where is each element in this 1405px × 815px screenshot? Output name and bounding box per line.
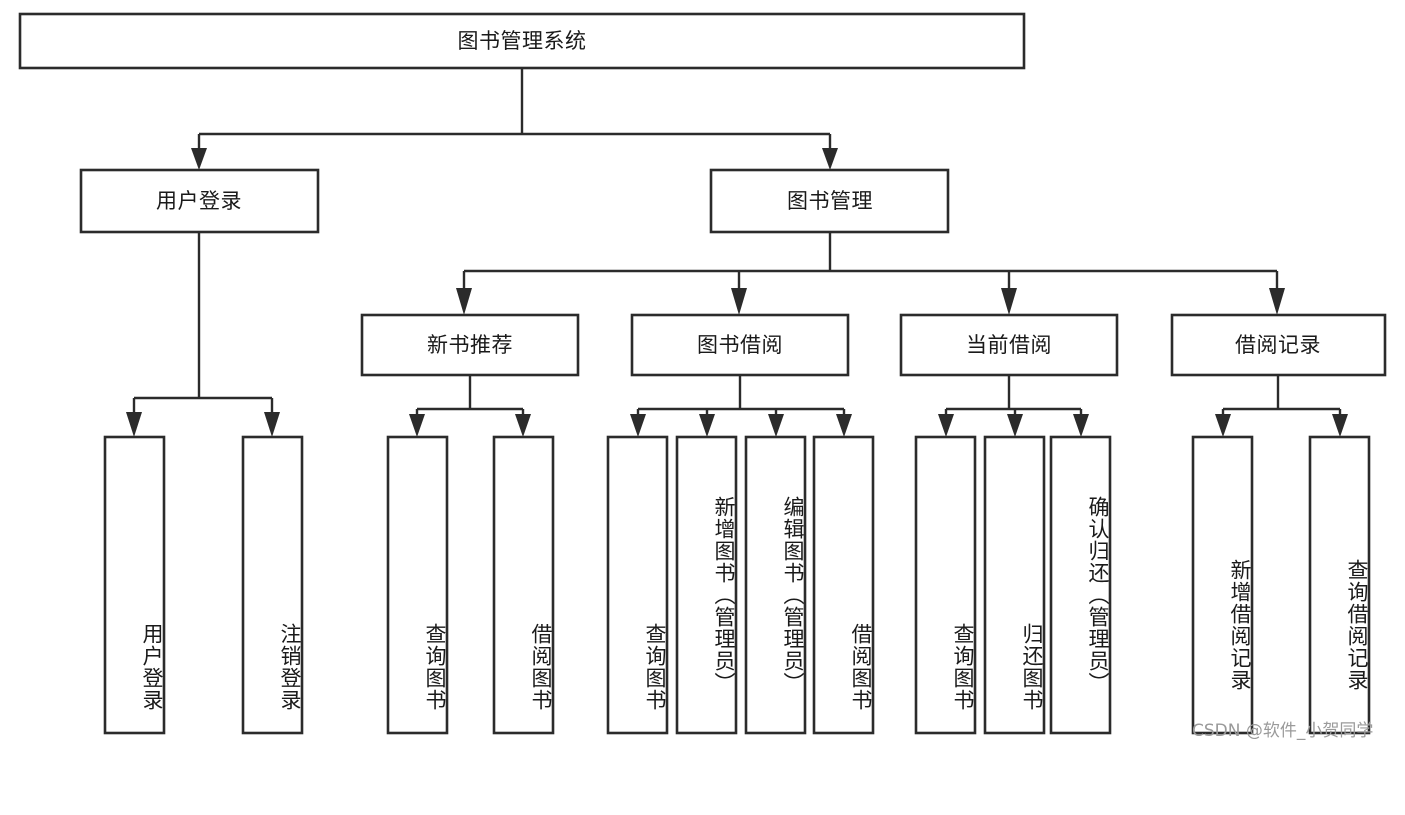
- arrow-head-cb-1: [938, 414, 954, 437]
- node-book-borrow[interactable]: 图书借阅: [630, 313, 850, 377]
- connector-book-manage-to-level3: [456, 232, 1285, 315]
- arrow-head-nb-2: [515, 414, 531, 437]
- arrow-head-leaf-logout: [264, 412, 280, 437]
- root-label: 图书管理系统: [458, 29, 587, 53]
- arrow-head-nb-1: [409, 414, 425, 437]
- arrow-head-borrow-record: [1269, 288, 1285, 315]
- leaf-box-nb-query-book[interactable]: [386, 435, 449, 735]
- arrow-head-current-borrow: [1001, 288, 1017, 315]
- current-borrow-box: [899, 313, 1119, 377]
- arrow-head-br-1: [1215, 414, 1231, 437]
- book-borrow-box: [630, 313, 850, 377]
- connector-new-book-to-leaves: [409, 375, 531, 437]
- book-manage-label: 图书管理: [787, 189, 873, 213]
- book-manage-box: [709, 168, 950, 234]
- hierarchy-diagram-svg: 图书管理系统 用户登录 图书管理: [18, 12, 1387, 735]
- leaf-box-user-login[interactable]: [103, 435, 166, 735]
- arrow-head-bb-4: [836, 414, 852, 437]
- arrow-head-bb-1: [630, 414, 646, 437]
- node-user-login[interactable]: 用户登录: [79, 168, 320, 234]
- leaf-box-br-add-record[interactable]: [1191, 435, 1254, 735]
- new-book-recommend-box: [360, 313, 580, 377]
- node-new-book-recommend[interactable]: 新书推荐: [360, 313, 580, 377]
- borrow-record-label: 借阅记录: [1235, 333, 1321, 357]
- leaf-box-bb-add-book[interactable]: [675, 435, 738, 735]
- csdn-watermark: CSDN @软件_小贺同学: [1192, 721, 1374, 741]
- arrow-head-book-manage: [822, 148, 838, 170]
- diagram-canvas: 图书管理系统 用户登录 图书管理: [18, 12, 1387, 741]
- connector-user-login-to-leaves: [126, 232, 280, 437]
- leaf-box-bb-edit-book[interactable]: [744, 435, 807, 735]
- leaf-box-bb-borrow-book[interactable]: [812, 435, 875, 735]
- new-book-recommend-label: 新书推荐: [427, 333, 513, 357]
- connector-root-to-level2: [191, 68, 838, 170]
- current-borrow-label: 当前借阅: [966, 333, 1052, 357]
- leaf-box-nb-borrow-book[interactable]: [492, 435, 555, 735]
- node-current-borrow[interactable]: 当前借阅: [899, 313, 1119, 377]
- arrow-head-book-borrow: [731, 288, 747, 315]
- arrow-head-user-login: [191, 148, 207, 170]
- user-login-label: 用户登录: [156, 189, 242, 213]
- leaf-box-bb-query-book[interactable]: [606, 435, 669, 735]
- leaf-box-cb-return-book[interactable]: [983, 435, 1046, 735]
- leaf-box-logout[interactable]: [241, 435, 304, 735]
- arrow-head-br-2: [1332, 414, 1348, 437]
- arrow-head-bb-3: [768, 414, 784, 437]
- node-book-manage[interactable]: 图书管理: [709, 168, 950, 234]
- node-borrow-record[interactable]: 借阅记录: [1170, 313, 1387, 377]
- book-borrow-label: 图书借阅: [697, 333, 783, 357]
- leaf-box-cb-confirm-return[interactable]: [1049, 435, 1112, 735]
- connector-current-borrow-to-leaves: [938, 375, 1089, 437]
- connector-book-borrow-to-leaves: [630, 375, 852, 437]
- root-box: [18, 12, 1026, 70]
- leaf-box-cb-query-book[interactable]: [914, 435, 977, 735]
- borrow-record-box: [1170, 313, 1387, 377]
- arrow-head-bb-2: [699, 414, 715, 437]
- arrow-head-new-book: [456, 288, 472, 315]
- connector-borrow-record-to-leaves: [1215, 375, 1348, 437]
- arrow-head-leaf-user-login: [126, 412, 142, 437]
- arrow-head-cb-2: [1007, 414, 1023, 437]
- arrow-head-cb-3: [1073, 414, 1089, 437]
- leaf-box-br-query-record[interactable]: [1308, 435, 1371, 735]
- node-root[interactable]: 图书管理系统: [18, 12, 1026, 70]
